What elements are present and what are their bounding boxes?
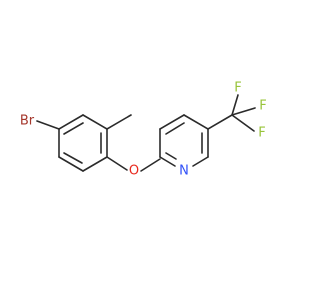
double-bond-inner — [63, 122, 84, 135]
bond — [159, 114, 185, 130]
bond — [192, 156, 209, 167]
bond — [82, 156, 108, 172]
atom-fluorine: F — [258, 126, 265, 141]
bromophenyl-ring — [58, 114, 108, 172]
molecule-structure: Br O N F F F — [20, 81, 267, 179]
oxygen-pyridine-bond — [140, 158, 161, 172]
cf3-bond — [207, 114, 233, 130]
aryl-oxygen-bond — [106, 156, 128, 171]
c-f-bond — [231, 114, 255, 132]
atom-fluorine: F — [234, 81, 241, 96]
bond — [183, 114, 209, 130]
structure-canvas: Br O N F F F — [20, 81, 267, 179]
methyl-bond — [106, 114, 132, 130]
pyridine-ring — [159, 114, 209, 167]
trifluoromethyl-group — [207, 94, 256, 132]
atom-oxygen: O — [129, 164, 139, 179]
atom-bromine: Br — [20, 114, 35, 129]
double-bond-inner — [165, 152, 177, 160]
bond — [58, 156, 84, 172]
bond — [159, 156, 176, 167]
bromine-bond — [36, 120, 60, 130]
bond — [58, 114, 84, 130]
c-f-bond — [231, 94, 239, 116]
c-f-bond — [231, 107, 256, 116]
double-bond-inner — [165, 122, 185, 135]
atom-nitrogen: N — [179, 164, 189, 179]
bond — [82, 114, 108, 130]
atom-fluorine: F — [259, 99, 266, 114]
double-bond-inner — [63, 152, 83, 164]
